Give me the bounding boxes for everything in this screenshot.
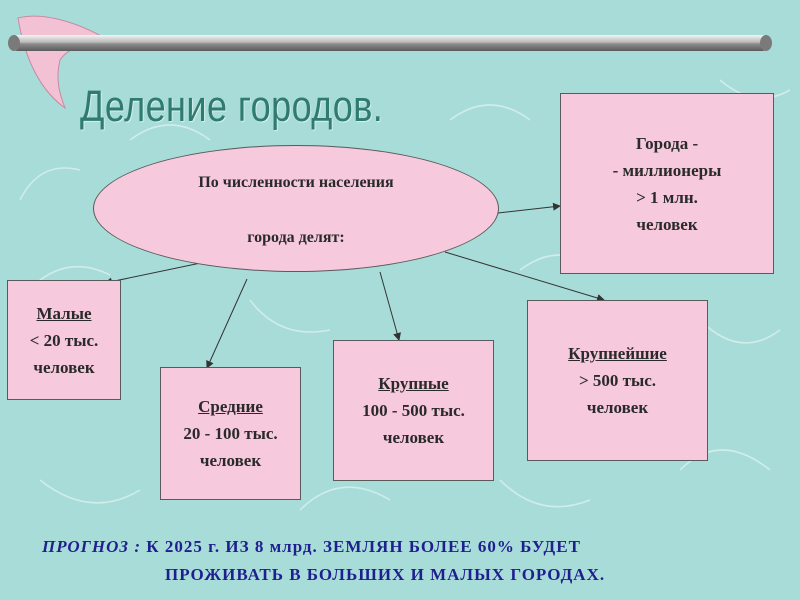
arrow-to-millionaires [497, 202, 561, 214]
small-name: Малые [36, 303, 92, 323]
center-line-2: города делят: [247, 229, 345, 246]
large-unit: человек [382, 428, 445, 447]
arrow-to-largest [444, 251, 605, 302]
arrow-to-large [379, 271, 401, 341]
small-range: < 20 тыс. [29, 330, 99, 350]
forecast-line-2: ПРОЖИВАТЬ В БОЛЬШИХ И МАЛЫХ ГОРОДАХ. [165, 565, 606, 584]
forecast-label: ПРОГНОЗ : [42, 537, 141, 556]
box-large: Крупные 100 - 500 тыс. человек [333, 340, 494, 481]
forecast-line-1: ПРОГНОЗ : К 2025 г. ИЗ 8 млрд. ЗЕМЛЯН БО… [42, 537, 581, 557]
medium-unit: человек [199, 451, 262, 470]
millionaires-line-2: - миллионеры [612, 160, 722, 180]
box-millionaires: Города - - миллионеры > 1 млн. человек [560, 93, 774, 274]
small-unit: человек [33, 357, 95, 377]
largest-range: > 500 тыс. [578, 371, 657, 390]
largest-unit: человек [586, 398, 649, 417]
millionaires-line-4: человек [636, 214, 698, 234]
center-line-1: По численности населения [198, 174, 394, 191]
arrow-to-medium [206, 278, 248, 369]
medium-range: 20 - 100 тыс. [183, 424, 278, 443]
center-ellipse: По численности населения города делят: [93, 145, 499, 272]
box-largest: Крупнейшие > 500 тыс. человек [527, 300, 708, 461]
box-medium: Средние 20 - 100 тыс. человек [160, 367, 301, 500]
large-range: 100 - 500 тыс. [362, 401, 465, 420]
millionaires-line-3: > 1 млн. [636, 187, 698, 207]
boomerang-pattern [19, 79, 791, 511]
large-name: Крупные [378, 374, 449, 393]
millionaires-line-1: Города - [635, 133, 699, 153]
largest-name: Крупнейшие [568, 344, 667, 363]
page-title: Деление городов. [80, 82, 384, 131]
arrows [104, 202, 605, 369]
top-bar [8, 35, 772, 51]
medium-name: Средние [198, 397, 263, 416]
box-small: Малые < 20 тыс. человек [7, 280, 121, 400]
forecast-text-1: К 2025 г. ИЗ 8 млрд. ЗЕМЛЯН БОЛЕЕ 60% БУ… [146, 537, 581, 556]
